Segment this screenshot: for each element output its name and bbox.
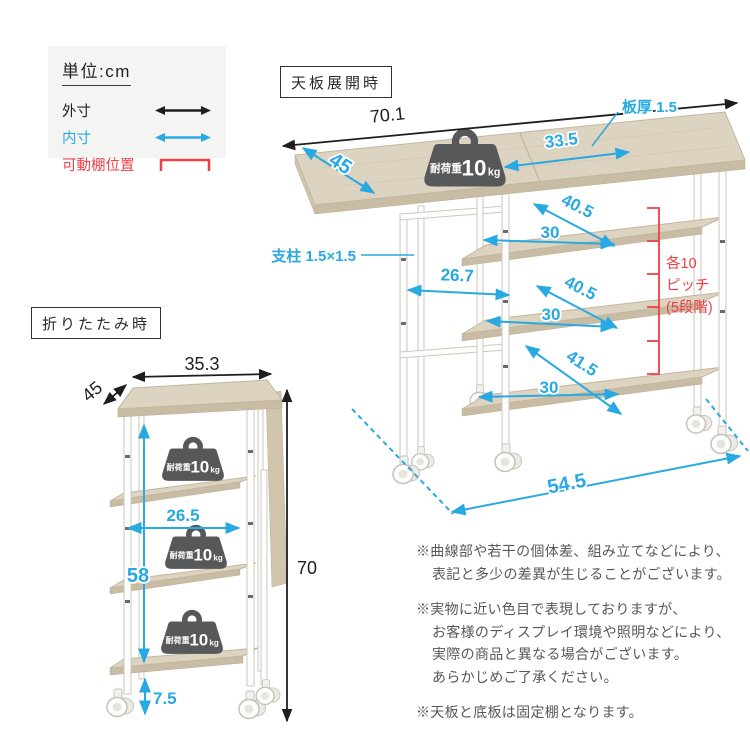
flap-swing-leg (260, 469, 268, 686)
thickness-leader (591, 111, 619, 147)
outer-dim-label: 外寸 (62, 104, 91, 120)
pitch-label-1: 各10 (666, 255, 697, 272)
shelf1-width-arrow (482, 234, 616, 250)
note-fixed-shelf: ※天板と底板は固定棚となります。 (416, 704, 643, 720)
folded-top-width-value: 35.3 (184, 354, 219, 374)
shelf2-depth-value: 40.5 (561, 272, 599, 304)
top-width-value: 70.1 (369, 103, 406, 127)
base-width-arrow (450, 452, 742, 516)
shelf3-depth-value: 41.5 (563, 346, 601, 380)
inner-width-value: 26.7 (440, 265, 474, 285)
folded-flap (265, 390, 288, 588)
flap-top-bar (399, 205, 506, 221)
ground-dash-right (705, 398, 749, 452)
folded-top-depth-arrow (102, 384, 128, 405)
movable-shelf-label: 可動棚位置 (62, 158, 135, 174)
expanded-view-title: 天板展開時 (280, 66, 393, 98)
note-tolerance: ※曲線部や若干の個体差、組み立てなどにより、 表記と多少の差異が生じることがござ… (416, 543, 731, 582)
folded-inner-height-value: 58 (127, 565, 149, 587)
note-color: ※実物に近い色目で表現しておりますが、 お客様のディスプレイ環境や照明などにより… (416, 601, 731, 685)
folded-top-width-arrow (131, 368, 273, 383)
shelf2-width-value: 30 (542, 305, 561, 324)
shelf3-width-value: 30 (540, 378, 559, 397)
notes: ※曲線部や若干の個体差、組み立てなどにより、 表記と多少の差異が生じることがござ… (416, 540, 750, 737)
expanded-cart-drawing: 70.1 45 33.5 板厚 1.5 支柱 1.5×1.5 40.5 30 2… (269, 97, 749, 516)
folded-height-value: 70 (297, 558, 317, 578)
pillar-label: 支柱 1.5×1.5 (270, 247, 356, 265)
inner-dim-arrow-icon (155, 133, 211, 142)
ground-dash-left (351, 408, 454, 515)
folded-table-top (116, 379, 283, 418)
folded-post-front-right (246, 403, 255, 687)
outer-dim-arrow-icon (155, 106, 211, 115)
unit-post-front-right (718, 152, 727, 431)
legend-row-movable-shelf: 可動棚位置 (62, 154, 212, 175)
top-right-width-value: 33.5 (544, 129, 579, 152)
top-right-width-arrow (503, 147, 631, 172)
top-width-arrow (281, 98, 739, 151)
flap-mid-bar (399, 343, 506, 359)
caster-height-value: 7.5 (153, 689, 177, 708)
unit-post-front-left (501, 169, 510, 448)
folded-inner-width-value: 26.5 (166, 506, 199, 525)
movable-shelf-bracket (647, 207, 660, 375)
pitch-label-3: (5段階) (666, 299, 713, 316)
shelf2-width-arrow (485, 315, 616, 333)
inner-width-arrow (406, 284, 511, 301)
folded-post-front-left (123, 411, 132, 695)
legend-row-inner: 内寸 (62, 127, 212, 148)
legend-row-outer: 外寸 (62, 100, 212, 121)
flap-leg-back (417, 205, 425, 450)
flap-leg-front (399, 213, 408, 462)
inner-dim-label: 内寸 (62, 131, 91, 147)
pitch-label-2: ピッチ (666, 277, 710, 294)
shelf1-width-value: 30 (541, 223, 560, 242)
top-depth-arrow (301, 147, 376, 194)
folded-top-depth-value: 45 (78, 377, 106, 405)
legend-box: 単位:cm 外寸 内寸 可動棚位置 (48, 46, 226, 174)
folded-view-title: 折りたたみ時 (31, 307, 162, 339)
base-width-value: 54.5 (546, 470, 588, 499)
shelf3-width-arrow (477, 388, 620, 403)
unit-label: 単位:cm (62, 57, 131, 86)
shelf1-depth-value: 40.5 (558, 190, 596, 222)
shelf-range-bracket-icon (159, 158, 211, 171)
expanded-table-top (294, 111, 746, 215)
board-thickness-label: 板厚 1.5 (622, 98, 677, 116)
folded-cart-drawing: 35.3 45 70 26.5 58 7.5 (77, 353, 319, 723)
